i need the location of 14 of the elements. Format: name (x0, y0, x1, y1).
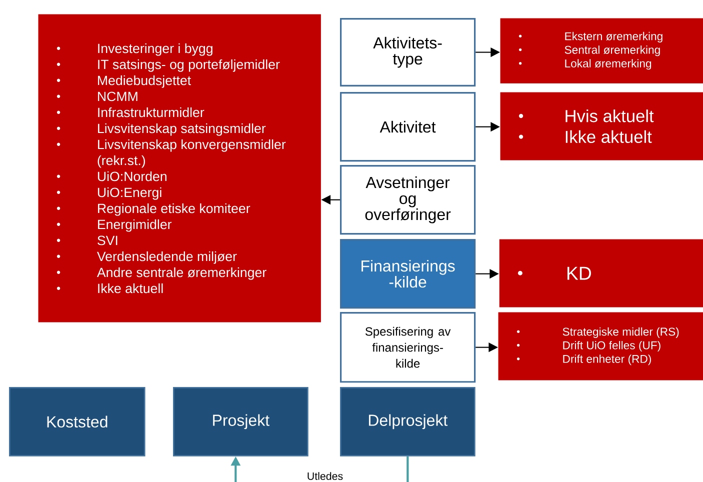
process-box: Koststed (9, 387, 146, 456)
bullet-list-box: Hvis aktuelt Ikke aktuelt (500, 92, 703, 160)
bullet-list-box: Investeringer i bygg IT satsings- og porteføljemidler Mediebudsjettet NCMM Infrastrukturmidler Livsvitenskap satsingsmidler Livsvitenskap konvergensmidler (rekr.st.) UiO:Norden UiO:Energi Regionale etiske komiteer Energimidler SVI Verdensledende miljøer Andre sentrale øremerkinger Ikke aktuell (38, 14, 321, 322)
process-box: Prosjekt (173, 387, 308, 456)
process-box: Finansierings -kilde (340, 239, 476, 309)
process-box: Delprosjekt (340, 387, 476, 456)
text-label: Utledes (308, 472, 343, 480)
process-box: Spesifisering av finansierings- kilde (340, 312, 476, 383)
bullet-list-box: Ekstern øremerking Sentral øremerking Lokal øremerking (500, 18, 703, 84)
process-box: Aktivitets- type (340, 18, 476, 87)
bullet-list-box: Strategiske midler (RS) Drift UiO felles (UF) Drift enheter (RD) (498, 312, 703, 380)
process-box: Aktivitet (340, 92, 476, 162)
process-box: Avsetninger og overføringer (340, 165, 476, 235)
bullet-list-box: KD (499, 239, 703, 308)
